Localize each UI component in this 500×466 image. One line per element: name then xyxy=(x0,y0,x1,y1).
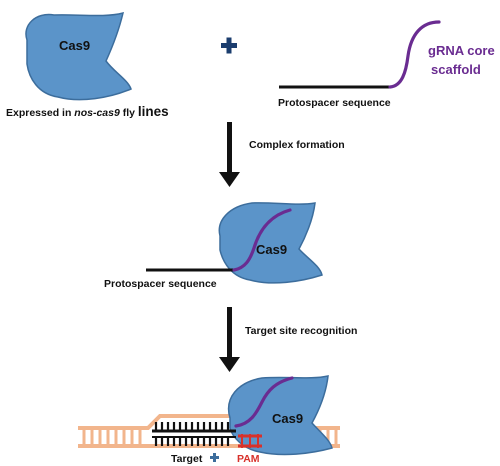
target-label: Target xyxy=(171,453,203,465)
arrow-down-icon-2 xyxy=(219,307,240,372)
pam-site xyxy=(238,434,262,448)
expression-caption: Expressed in nos-cas9 fly lines xyxy=(6,104,169,119)
cas9-complex-label: Cas9 xyxy=(256,242,287,257)
grna-scaffold-curve xyxy=(388,20,441,89)
grna-label-line2: scaffold xyxy=(431,62,481,77)
pam-label: PAM xyxy=(237,453,260,465)
step-complex-formation: Complex formation xyxy=(249,139,345,151)
step-target-recognition: Target site recognition xyxy=(245,325,357,337)
arrow-down-icon-1 xyxy=(219,122,240,187)
grna-label-line1: gRNA core xyxy=(428,43,495,58)
plus-icon xyxy=(221,37,237,54)
small-plus-icon xyxy=(210,453,219,462)
protospacer-label-2: Protospacer sequence xyxy=(104,278,217,290)
grna-in-complex xyxy=(232,208,292,272)
cas9-label: Cas9 xyxy=(59,38,90,53)
protospacer-label-1: Protospacer sequence xyxy=(278,97,391,109)
protospacer-pairing xyxy=(152,422,236,446)
cas9-protein-shape xyxy=(25,11,132,101)
grna-bound xyxy=(234,376,294,428)
cas9-bound-label: Cas9 xyxy=(272,411,303,426)
dna-rungs-left xyxy=(82,428,142,446)
